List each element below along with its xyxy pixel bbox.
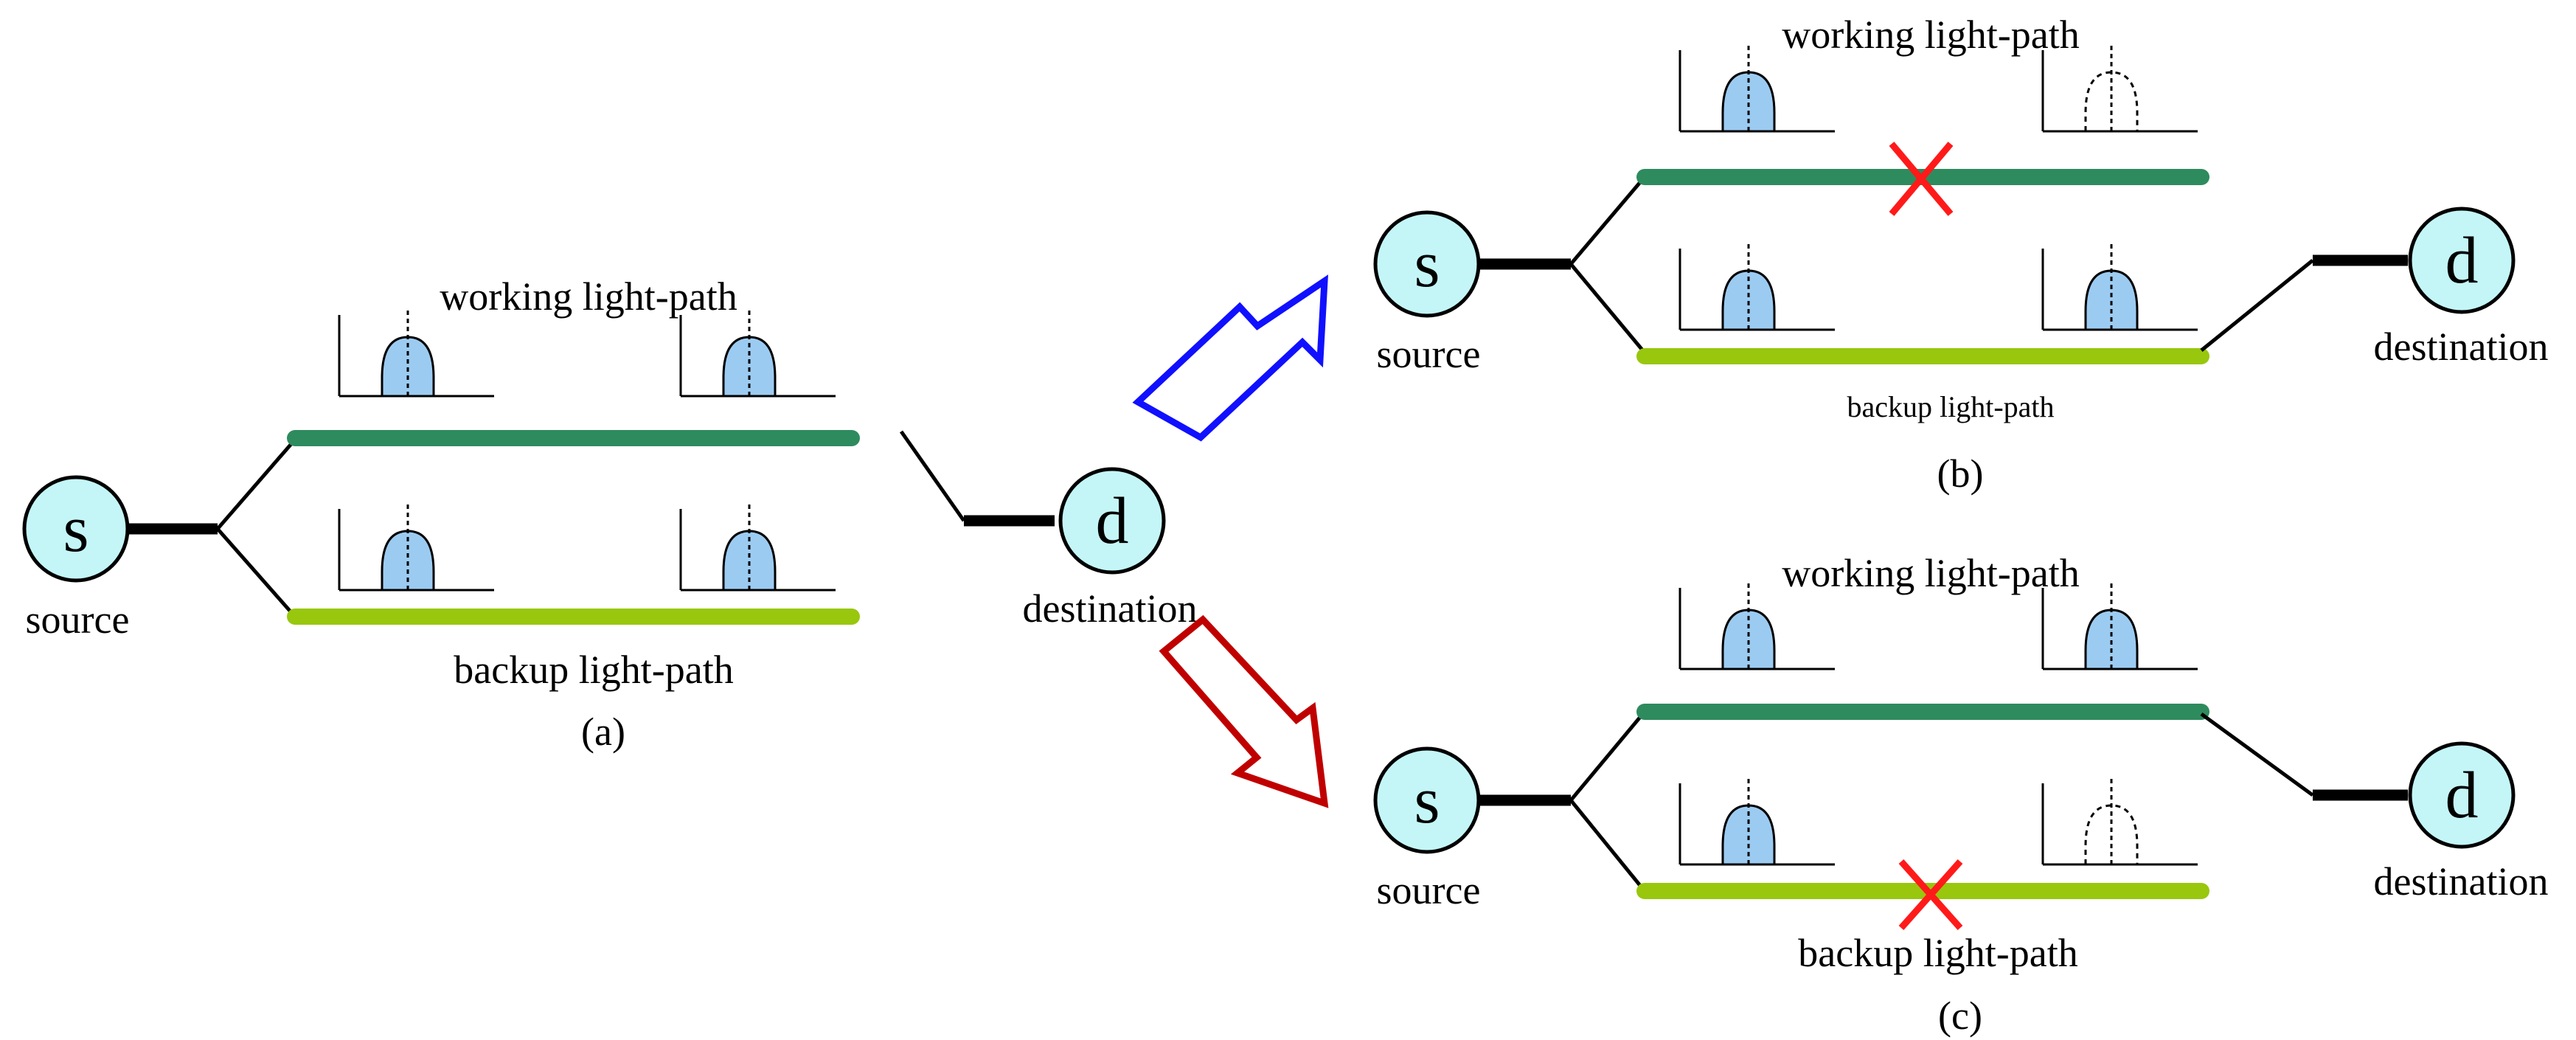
source-node-letter: s [63,493,88,566]
arrow-to-panel-b [1132,274,1328,442]
source-node-letter: s [1414,228,1440,301]
backup-path-label: backup light-path [1847,390,2054,423]
spectrum-backup-right [679,503,836,592]
spectrum-working-left [1678,582,1835,670]
spectrum-working-left [338,309,494,398]
panel-c: s source d destination working light-pat… [1373,551,2549,1038]
spectrum-backup-left [338,503,494,592]
spectrum-backup-right-lost [2041,777,2198,866]
spectrum-backup-left [1678,243,1835,331]
arrow-to-panel-c [1159,614,1329,808]
destination-node-letter: d [1096,485,1129,558]
destination-node-letter: d [2445,224,2479,297]
panel-caption: (a) [581,710,625,754]
source-node [1373,746,1481,854]
source-node-letter: s [1414,764,1440,837]
spectrum-working-left [1678,44,1835,133]
split-up-line [1569,710,1646,802]
spectrum-working-right-lost [2041,44,2198,133]
source-label: source [1377,332,1481,376]
destination-label: destination [2374,325,2549,369]
panel-caption: (b) [1937,451,1984,496]
destination-node [1058,467,1166,575]
spectrum-backup-right [2041,243,2198,331]
split-down-line [1569,799,1646,892]
merge-line [2200,259,2314,352]
merge-line [899,430,966,522]
destination-label: destination [2374,859,2549,904]
spectrum-backup-left [1678,777,1835,866]
source-node [1373,210,1481,318]
spectrum-working-right [679,309,836,398]
source-label: source [1377,868,1481,912]
backup-path-label: backup light-path [454,648,733,692]
destination-node [2408,741,2516,849]
working-path-label: working light-path [440,274,737,319]
merge-line [2200,712,2314,797]
panel-b: s source d destination working light-pat… [1373,13,2549,496]
backup-path-label: backup light-path [1798,931,2077,975]
split-down-line [216,527,296,618]
split-down-line [1569,263,1646,354]
split-up-line [216,438,296,530]
split-up-line [1569,176,1646,266]
panel-caption: (c) [1938,994,1982,1038]
panel-a: s source d destination working light-pat… [22,274,1198,754]
source-label: source [26,597,130,642]
working-path-label: working light-path [1782,13,2079,57]
destination-node-letter: d [2445,759,2479,832]
failure-x-icon [1889,142,1954,216]
destination-label: destination [1023,586,1198,631]
spectrum-working-right [2041,582,2198,670]
destination-node [2408,207,2516,314]
failure-x-icon [1898,859,1963,930]
working-path-label: working light-path [1782,551,2079,595]
source-node [22,475,130,583]
